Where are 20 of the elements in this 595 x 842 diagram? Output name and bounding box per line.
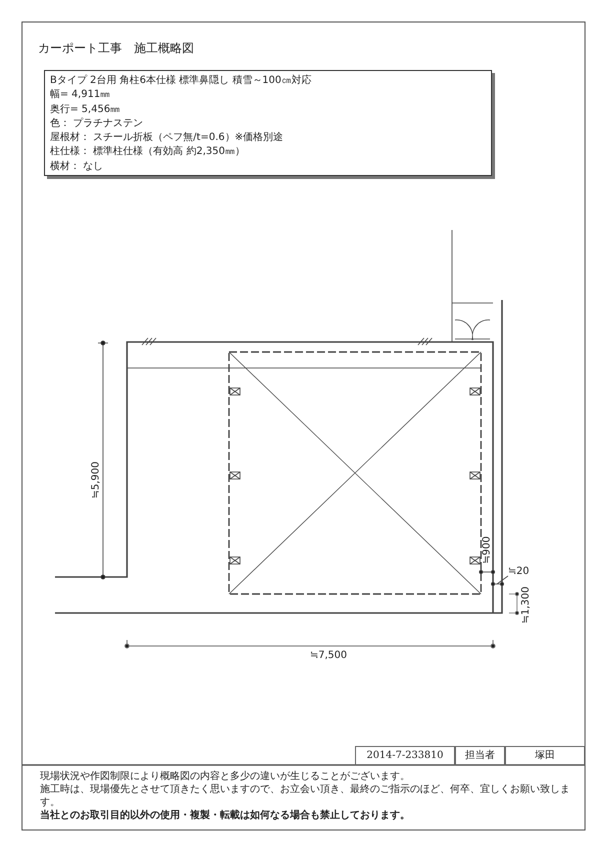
staff-name: 塚田 xyxy=(505,746,585,765)
spec-line: 柱仕様： 標準柱仕様（有効高 約2,350㎜） xyxy=(50,145,246,160)
dimension-label: ≒1,300 xyxy=(520,586,532,624)
spec-line: 奥行= 5,456㎜ xyxy=(50,102,122,117)
spec-box xyxy=(44,70,492,176)
dimension-label: ≒900 xyxy=(482,536,492,564)
staff-label: 担当者 xyxy=(455,746,505,765)
footer-note: 現場状況や作図制限により概略図の内容と多少の違いが生じることがございます。 xyxy=(40,770,411,783)
dimension-label: ≒5,900 xyxy=(90,461,102,499)
dimension-label: ≒20 xyxy=(508,566,530,577)
footer-note: 当社とのお取引目的以外の使用・複製・転載は如何なる場合も禁止しております。 xyxy=(40,809,411,822)
spec-line: 屋根材： スチール折板（ペフ無/t=0.6）※価格別途 xyxy=(50,131,284,146)
spec-line: 横材： なし xyxy=(50,160,104,174)
document-number: 2014-7-233810 xyxy=(355,746,455,765)
spec-line: 色： プラチナステン xyxy=(50,116,144,131)
dimension-label: ≒7,500 xyxy=(310,650,348,661)
spec-line: Bタイプ 2台用 角柱6本仕様 標準鼻隠し 積雪～100㎝対応 xyxy=(50,74,312,88)
drawing-title: カーポート工事 施工概略図 xyxy=(38,40,194,57)
footer-note: 施工時は、現場優先とさせて頂きたく思いますので、お立会い頂き、最終のご指示のほど、何卒、宜しくお願い致します。 xyxy=(40,783,570,809)
spec-line: 幅= 4,911㎜ xyxy=(50,88,112,102)
